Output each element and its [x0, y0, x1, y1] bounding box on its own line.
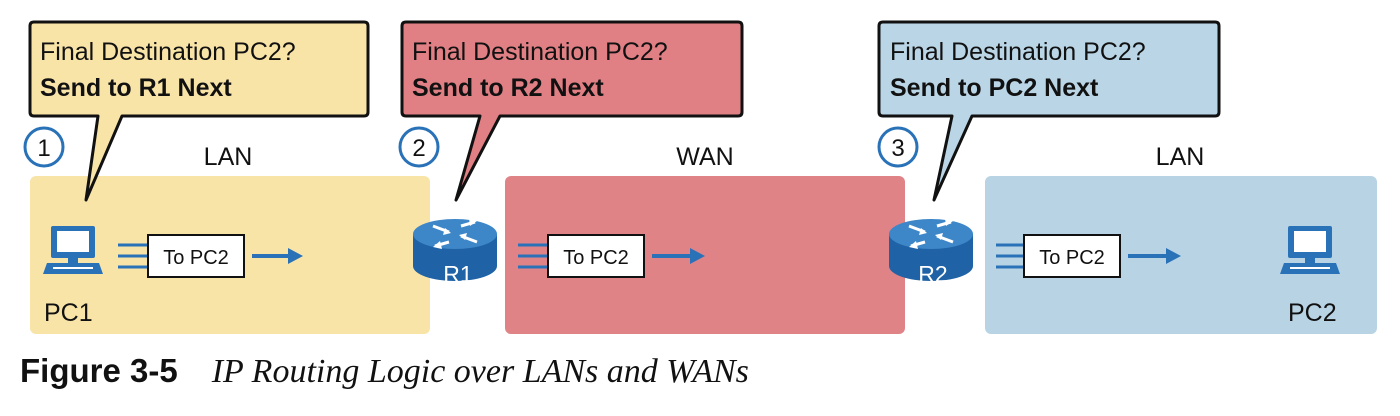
figure-number: Figure 3-5 — [20, 352, 178, 389]
pc-icon — [42, 225, 104, 275]
packet-3-label: To PC2 — [1039, 247, 1105, 269]
router-r2: R2 — [887, 216, 975, 287]
packet-3: To PC2 — [996, 234, 1181, 278]
motion-lines-icon — [118, 243, 148, 269]
pc1-label: PC1 — [44, 299, 93, 327]
step-marker-3-number: 3 — [891, 135, 904, 162]
packet-1-label: To PC2 — [163, 247, 229, 269]
bubble-3-line1: Final Destination PC2? — [890, 38, 1146, 66]
bubble-2-line1: Final Destination PC2? — [412, 38, 668, 66]
arrow-right-icon — [252, 248, 303, 264]
arrow-right-icon — [652, 248, 705, 264]
bubble-1-line1: Final Destination PC2? — [40, 38, 296, 66]
speech-bubble-3: Final Destination PC2? Send to PC2 Next — [877, 20, 1221, 202]
motion-lines-icon — [518, 243, 548, 269]
router-r1-label: R1 — [443, 261, 472, 287]
bubble-3-line2: Send to PC2 Next — [890, 74, 1099, 102]
figure-title: IP Routing Logic over LANs and WANs — [211, 353, 749, 390]
step-marker-3: 3 — [877, 126, 919, 168]
pc-icon — [1279, 225, 1341, 275]
step-marker-1: 1 — [23, 126, 65, 168]
step-marker-2-number: 2 — [412, 135, 425, 162]
step-marker-2: 2 — [398, 126, 440, 168]
step-marker-1-number: 1 — [37, 135, 50, 162]
motion-lines-icon — [996, 243, 1024, 269]
packet-2: To PC2 — [518, 234, 705, 278]
pc1-host: PC1 — [42, 225, 104, 327]
speech-bubble-1: Final Destination PC2? Send to R1 Next — [28, 20, 370, 202]
arrow-right-icon — [1128, 248, 1181, 264]
router-r2-label: R2 — [918, 261, 947, 287]
pc2-host: PC2 — [1279, 225, 1341, 327]
lan-region-right — [985, 176, 1377, 334]
region-label-right: LAN — [1156, 143, 1205, 171]
bubble-1-line2: Send to R1 Next — [40, 74, 232, 102]
pc2-label: PC2 — [1288, 299, 1337, 327]
wan-region — [505, 176, 905, 334]
packet-2-label: To PC2 — [563, 247, 629, 269]
bubble-2-line2: Send to R2 Next — [412, 74, 604, 102]
packet-1: To PC2 — [118, 234, 303, 278]
region-label-wan: WAN — [676, 143, 733, 171]
figure-caption: Figure 3-5 IP Routing Logic over LANs an… — [20, 352, 749, 402]
router-r1: R1 — [411, 216, 499, 287]
region-label-left: LAN — [204, 143, 253, 171]
speech-bubble-2: Final Destination PC2? Send to R2 Next — [400, 20, 744, 202]
